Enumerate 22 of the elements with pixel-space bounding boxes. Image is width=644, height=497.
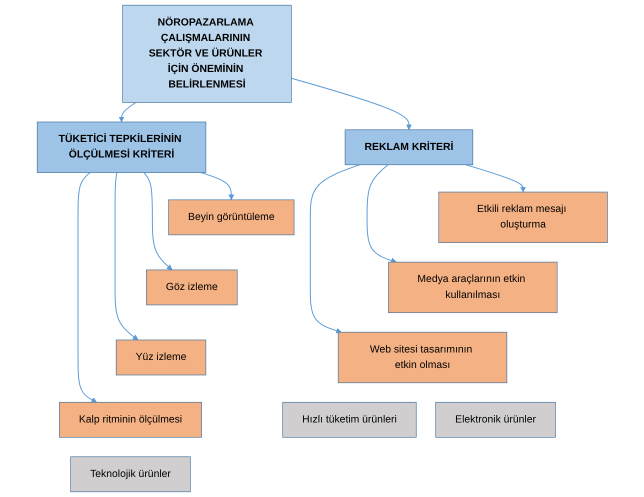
arrow bbox=[465, 164, 526, 192]
node-box: NÖROPAZARLAMA ÇALIŞMALARININ SEKTÖR VE ÜRÜNLER İÇİN ÖNEMİNİN BELİRLENMESİ bbox=[122, 4, 292, 103]
node-box: Hızlı tüketim ürünleri bbox=[282, 402, 416, 438]
arrow bbox=[114, 172, 138, 340]
node-box: Web sitesi tasarımının etkin olması bbox=[338, 332, 507, 384]
node-box: Etkili reklam mesajı oluşturma bbox=[438, 192, 608, 243]
node-box: Kalp ritminin ölçülmesi bbox=[58, 402, 202, 438]
arrow bbox=[143, 172, 172, 270]
node-box: REKLAM KRİTERİ bbox=[344, 129, 473, 166]
arrow bbox=[366, 164, 396, 264]
node-box: Yüz izleme bbox=[116, 340, 206, 376]
arrow bbox=[290, 78, 412, 130]
arrow bbox=[118, 102, 136, 122]
node-box: Göz izleme bbox=[146, 270, 238, 306]
node-box: Elektronik ürünler bbox=[435, 402, 556, 438]
arrow bbox=[77, 172, 97, 403]
node-box: Teknolojik ürünler bbox=[70, 456, 190, 492]
node-box: Medya araçlarının etkin kullanılması bbox=[388, 262, 558, 314]
node-box: TÜKETİCİ TEPKİLERİNİN ÖLÇÜLMESİ KRİTERİ bbox=[36, 122, 206, 173]
arrow bbox=[310, 164, 360, 334]
node-box: Beyin görüntüleme bbox=[168, 200, 294, 236]
arrow bbox=[200, 172, 234, 200]
